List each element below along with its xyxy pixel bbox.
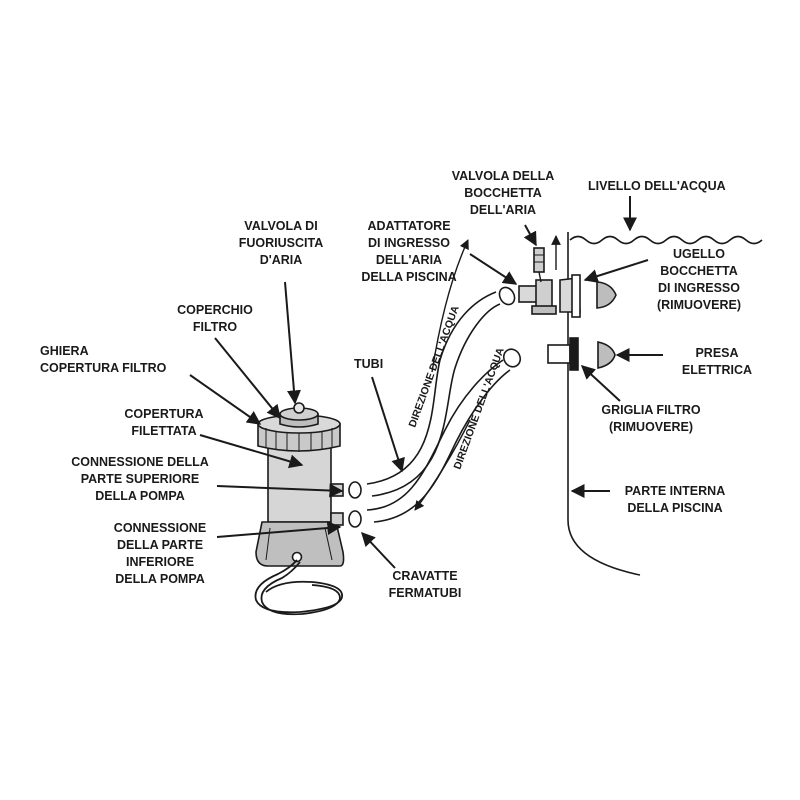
label-griglia-filtro: GRIGLIA FILTRO (RIMUOVERE)	[601, 403, 701, 434]
leader-ghiera	[189, 374, 262, 425]
label-ugello: UGELLO BOCCHETTA DI INGRESSO (RIMUOVERE)	[656, 247, 742, 312]
flow-direction-upper: DIREZIONE DELL'ACQUA	[407, 304, 462, 429]
label-coperchio-filtro: COPERCHIO FILTRO	[177, 303, 253, 334]
label-presa-elettrica: PRESA ELETTRICA	[681, 346, 753, 377]
label-parte-interna: PARTE INTERNA DELLA PISCINA	[624, 484, 726, 515]
air-release-valve	[293, 402, 305, 414]
pool-wall	[567, 232, 763, 576]
leader-tubi	[371, 376, 405, 473]
leader-coperchio	[214, 337, 281, 420]
leader-connessione-superiore	[216, 483, 344, 498]
label-ghiera: GHIERA COPERTURA FILTRO	[40, 344, 167, 375]
leader-adattatore	[469, 253, 518, 285]
leader-valvola-bocchetta	[523, 224, 537, 247]
leader-fuoriuscita	[284, 281, 301, 405]
power-cord	[254, 559, 343, 616]
inlet-assembly	[518, 247, 617, 371]
leader-ugello	[583, 259, 649, 283]
leader-griglia	[580, 365, 621, 402]
strainer-grid	[597, 341, 616, 369]
label-copertura-filettata: COPERTURA FILETTATA	[124, 407, 204, 438]
filter-pump	[255, 402, 345, 567]
strainer-fitting	[547, 344, 571, 364]
water-surface	[569, 235, 763, 245]
flow-direction-lower: DIREZIONE DELL'ACQUA	[452, 346, 507, 471]
label-livello-acqua: LIVELLO DELL'ACQUA	[588, 179, 726, 193]
hose-clamps	[348, 286, 522, 528]
label-connessione-inferiore: CONNESSIONE DELLA PARTE INFERIORE DELLA …	[113, 521, 207, 586]
flow-arrows	[414, 235, 561, 511]
inlet-nozzle	[596, 281, 617, 309]
label-adattatore: ADATTATORE DI INGRESSO DELL'ARIA DELLA P…	[361, 219, 457, 284]
leader-cravatte	[361, 531, 396, 569]
leader-lines	[189, 196, 663, 569]
label-valvola-fuoriuscita: VALVOLA DI FUORIUSCITA D'ARIA	[238, 219, 324, 267]
label-cravatte-fermatubi: CRAVATTE FERMATUBI	[388, 569, 462, 600]
label-valvola-bocchetta-aria: VALVOLA DELLA BOCCHETTA DELL'ARIA	[451, 169, 555, 217]
label-tubi: TUBI	[354, 357, 384, 371]
flow-arrow-upper	[431, 239, 469, 373]
label-connessione-superiore: CONNESSIONE DELLA PARTE SUPERIORE DELLA …	[71, 455, 209, 503]
bottom-connector	[330, 512, 344, 526]
leader-connessione-inferiore	[216, 521, 342, 538]
hoses	[366, 291, 511, 523]
leader-copertura-filettata	[199, 434, 304, 469]
air-jet-valve-body	[535, 279, 553, 309]
flow-arrow-lower	[414, 419, 471, 511]
air-jet-valve	[533, 247, 545, 273]
